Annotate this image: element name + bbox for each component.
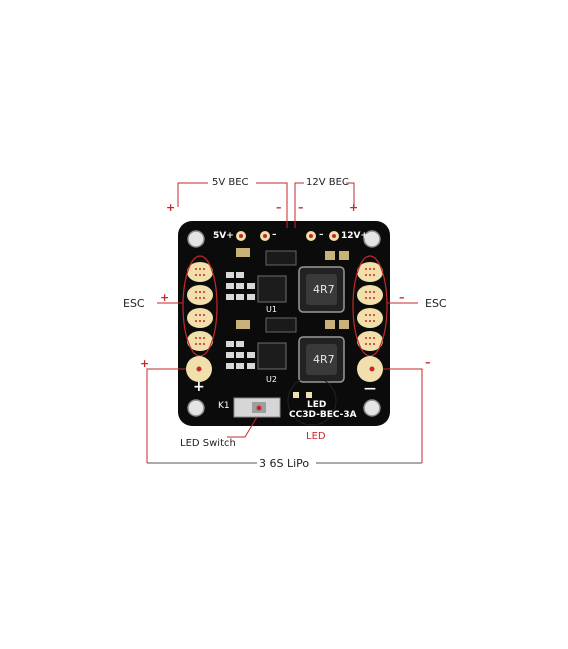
esc-pad xyxy=(357,308,383,328)
smd-part xyxy=(247,283,255,289)
esc-pad xyxy=(187,262,213,282)
label-lipo: 3 6S LiPo xyxy=(259,457,310,470)
smd-part xyxy=(226,363,234,369)
mounting-hole xyxy=(187,399,205,417)
regulator-2 xyxy=(226,317,349,383)
led-pad xyxy=(306,392,312,398)
esc-pad xyxy=(187,308,213,328)
sign-esc-left: + xyxy=(160,291,170,304)
smd-part xyxy=(226,341,234,347)
smd-part xyxy=(236,363,244,369)
lipo-minus-leader xyxy=(383,368,423,463)
label-5v-bec: 5V BEC xyxy=(212,177,249,188)
silk-model: CC3D-BEC-3A xyxy=(289,410,357,420)
silk-5v: 5V+ xyxy=(213,231,234,241)
led-highlight xyxy=(287,376,337,426)
smd-part xyxy=(236,352,244,358)
lipo-plus-leader xyxy=(146,368,186,463)
capacitor xyxy=(339,251,349,260)
pad-center xyxy=(263,234,267,238)
smd-part xyxy=(226,272,234,278)
smd-part xyxy=(236,341,244,347)
transistor xyxy=(265,317,297,333)
inductor-2-label: 4R7 xyxy=(313,353,335,366)
capacitor xyxy=(339,320,349,329)
ic-u2 xyxy=(257,342,287,370)
esc-left-highlight xyxy=(182,255,218,357)
capacitor xyxy=(325,251,335,260)
battery-pad-minus-marker xyxy=(369,366,375,372)
led-switch-leader xyxy=(227,416,258,438)
smd-part xyxy=(236,294,244,300)
smd-part xyxy=(236,272,244,278)
mounting-hole xyxy=(363,399,381,417)
smd-part xyxy=(226,283,234,289)
silk-led: LED xyxy=(307,400,327,410)
sign-12v-minus: – xyxy=(298,201,304,214)
label-led-switch: LED Switch xyxy=(180,438,236,449)
sign-5v-minus: – xyxy=(276,201,282,214)
sign-12v-plus: + xyxy=(349,201,359,214)
label-led: LED xyxy=(306,431,326,442)
esc-pad xyxy=(357,285,383,305)
sign-lipo-minus: – xyxy=(425,356,431,369)
sign-lipo-plus: + xyxy=(140,357,150,370)
inductor-1-core xyxy=(306,274,337,305)
esc-pad xyxy=(357,262,383,282)
esc-pad-vias xyxy=(195,268,375,345)
pad-center xyxy=(239,234,243,238)
esc-pads-right xyxy=(357,262,383,351)
mounting-holes xyxy=(187,230,381,417)
silk-k1: K1 xyxy=(218,401,230,411)
bec-output-pads xyxy=(236,231,339,241)
ic-u1 xyxy=(257,275,287,303)
smd-part xyxy=(236,283,244,289)
bec5v-bracket xyxy=(256,182,288,228)
sign-esc-right: – xyxy=(399,291,405,304)
silk-minus-b: – xyxy=(319,230,324,240)
pad-center xyxy=(332,234,336,238)
esc-pad xyxy=(187,285,213,305)
silk-u1: U1 xyxy=(266,305,277,314)
esc-pad xyxy=(187,331,213,351)
bec5v-bracket xyxy=(177,182,208,207)
smd-part xyxy=(247,363,255,369)
esc-pads-left xyxy=(187,262,213,351)
bec12v-bracket xyxy=(346,182,355,207)
capacitor xyxy=(236,248,250,257)
mounting-hole xyxy=(187,230,205,248)
inductor-1-label: 4R7 xyxy=(313,283,335,296)
label-esc-left: ESC xyxy=(123,297,145,310)
esc-pad xyxy=(357,331,383,351)
led-pad xyxy=(293,392,299,398)
label-12v-bec: 12V BEC xyxy=(306,177,349,188)
silk-minus-mark: — xyxy=(364,381,376,395)
silk-u2: U2 xyxy=(266,375,277,384)
led-switch-marker xyxy=(256,405,262,411)
smd-part xyxy=(226,352,234,358)
silk-plus-mark: + xyxy=(193,379,205,395)
inductor-2-core xyxy=(306,344,337,375)
smd-part xyxy=(247,294,255,300)
smd-part xyxy=(247,352,255,358)
mounting-hole xyxy=(363,230,381,248)
annotation-lines xyxy=(146,182,423,463)
silk-minus-a: – xyxy=(272,230,277,240)
capacitor xyxy=(325,320,335,329)
transistor xyxy=(265,250,297,266)
smd-part xyxy=(226,294,234,300)
capacitor xyxy=(236,320,250,329)
regulator-1 xyxy=(226,248,349,313)
pad-center xyxy=(309,234,313,238)
label-esc-right: ESC xyxy=(425,297,447,310)
silk-12v: 12V+ xyxy=(341,231,369,241)
battery-pad-plus-marker xyxy=(196,366,202,372)
sign-5v-plus: + xyxy=(166,201,176,214)
bec12v-bracket xyxy=(294,182,304,228)
